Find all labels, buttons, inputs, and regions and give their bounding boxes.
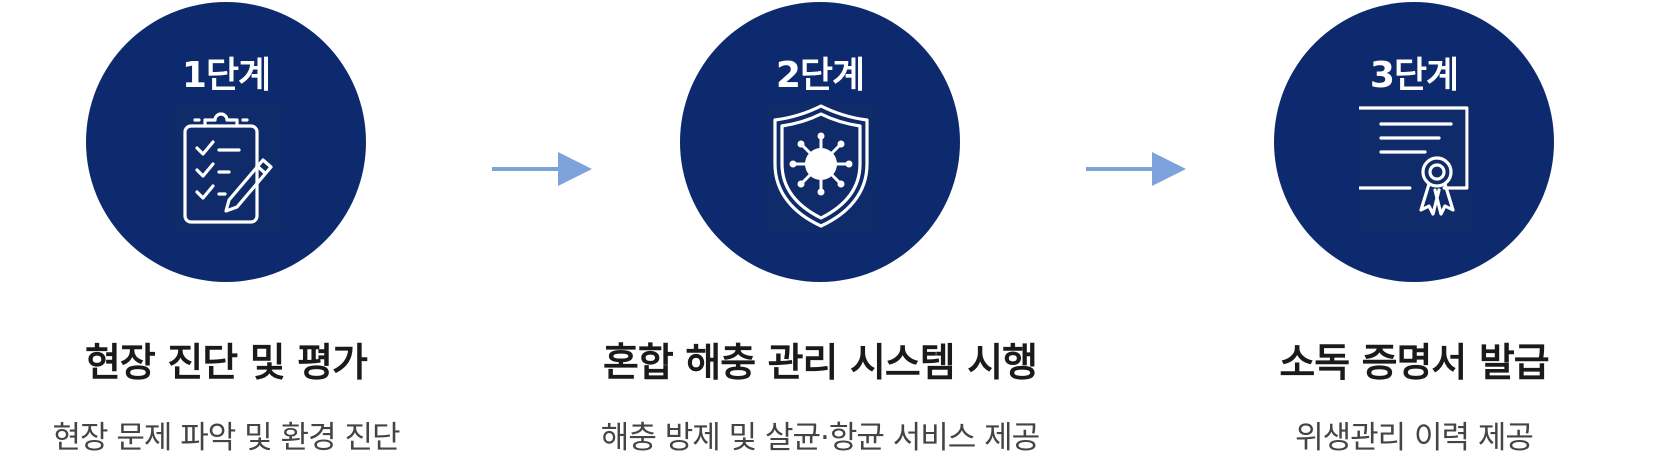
step-3: 3단계 소독 증명서 발급 위생관리 이력 제공 bbox=[1154, 0, 1674, 460]
step-description: 위생관리 이력 제공 bbox=[1295, 420, 1534, 456]
clipboard-checklist-icon bbox=[171, 102, 283, 234]
step-circle: 3단계 bbox=[1274, 2, 1554, 282]
step-title: 혼합 해충 관리 시스템 시행 bbox=[603, 341, 1038, 386]
step-circle: 1단계 bbox=[86, 2, 366, 282]
step-circle: 2단계 bbox=[680, 2, 960, 282]
arrow-right-icon bbox=[492, 152, 592, 186]
shield-virus-icon bbox=[765, 102, 877, 234]
step-2: 2단계 bbox=[560, 0, 1080, 460]
certificate-icon bbox=[1359, 102, 1471, 234]
step-description: 해충 방제 및 살균·항균 서비스 제공 bbox=[600, 420, 1040, 456]
step-label: 2단계 bbox=[775, 55, 865, 96]
step-label: 1단계 bbox=[181, 55, 271, 96]
step-description: 현장 문제 파악 및 환경 진단 bbox=[52, 420, 401, 456]
step-1: 1단계 현장 진단 및 평가 현장 문제 파악 및 환경 진단 bbox=[0, 0, 486, 460]
step-title: 소독 증명서 발급 bbox=[1279, 341, 1549, 386]
step-label: 3단계 bbox=[1369, 55, 1459, 96]
arrow-right-icon bbox=[1086, 152, 1186, 186]
step-title: 현장 진단 및 평가 bbox=[85, 341, 368, 386]
